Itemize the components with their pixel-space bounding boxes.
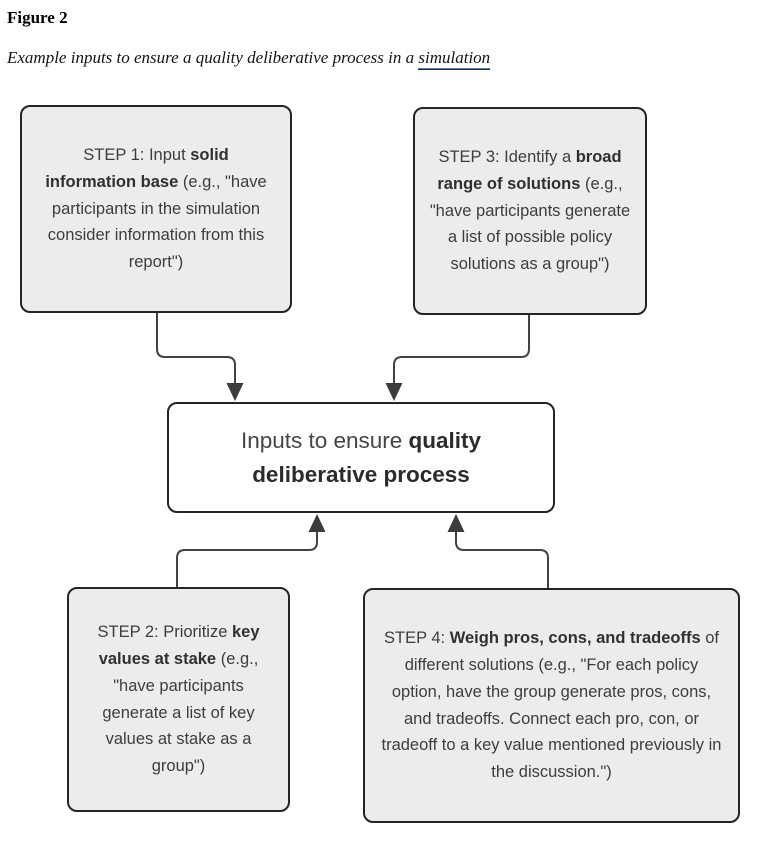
- step4-box: STEP 4: Weigh pros, cons, and tradeoffs …: [363, 588, 740, 823]
- connector-step4-to-center: [447, 514, 549, 588]
- step3-text-pre: STEP 3: Identify a: [438, 148, 576, 167]
- step4-text: STEP 4: Weigh pros, cons, and tradeoffs …: [379, 625, 724, 785]
- step2-text: STEP 2: Prioritize key values at stake (…: [81, 619, 276, 779]
- step1-text: STEP 1: Input solid information base (e.…: [42, 142, 270, 276]
- step2-text-pre: STEP 2: Prioritize: [97, 623, 232, 642]
- simulation-link[interactable]: simulation: [418, 48, 491, 70]
- center-text-bold: quality deliberative process: [252, 428, 482, 487]
- step3-box: STEP 3: Identify a broad range of soluti…: [413, 107, 647, 315]
- step2-box: STEP 2: Prioritize key values at stake (…: [67, 587, 290, 812]
- arrow-up-icon: [447, 514, 465, 532]
- step2-text-bold: key values at stake: [98, 623, 260, 669]
- connector-step2-to-center: [176, 514, 326, 587]
- caption-text: Example inputs to ensure a quality delib…: [7, 48, 419, 67]
- step4-text-post: of different solutions (e.g., "For each …: [381, 629, 722, 781]
- arrow-down-icon: [226, 383, 244, 401]
- arrow-down-icon: [385, 383, 403, 401]
- step3-text-post: (e.g., "have participants generate a lis…: [429, 174, 631, 274]
- step1-text-bold: solid information base: [45, 146, 229, 191]
- center-box: Inputs to ensure quality deliberative pr…: [167, 402, 555, 513]
- figure-label: Figure 2: [7, 8, 68, 27]
- connector-step3-to-center: [385, 315, 530, 401]
- center-text: Inputs to ensure quality deliberative pr…: [193, 424, 529, 491]
- step3-text-bold: broad range of solutions: [437, 148, 622, 193]
- step2-text-post: (e.g., "have participants generate a lis…: [102, 650, 259, 775]
- step1-text-post: (e.g., "have participants in the simulat…: [47, 172, 267, 272]
- arrow-up-icon: [308, 514, 326, 532]
- step1-text-pre: STEP 1: Input: [83, 146, 191, 165]
- step1-box: STEP 1: Input solid information base (e.…: [20, 105, 292, 313]
- step4-text-bold: Weigh pros, cons, and tradeoffs: [449, 629, 701, 648]
- figure-caption: Example inputs to ensure a quality delib…: [7, 48, 491, 70]
- simulation-link-label: simulation: [418, 48, 491, 70]
- step4-text-pre: STEP 4:: [384, 629, 450, 648]
- center-text-pre: Inputs to ensure: [240, 428, 409, 454]
- connector-step1-to-center: [156, 313, 244, 401]
- step3-text: STEP 3: Identify a broad range of soluti…: [425, 144, 635, 278]
